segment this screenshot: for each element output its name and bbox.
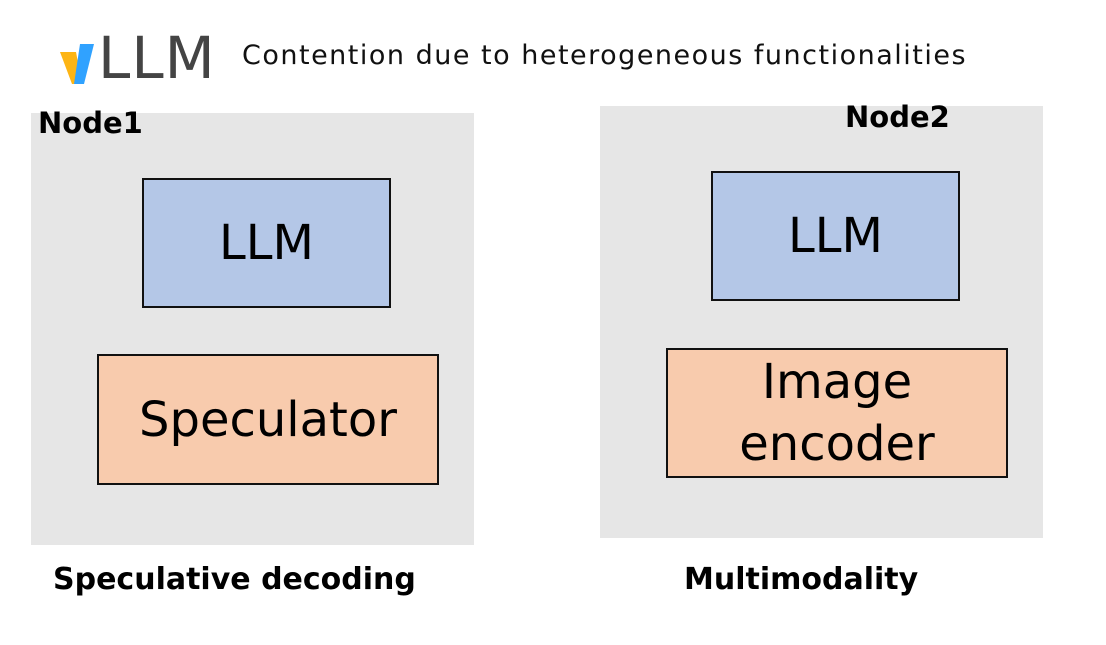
node1-llm-box: LLM bbox=[142, 178, 391, 308]
node1-label: Node1 bbox=[38, 106, 143, 140]
multimodality-caption: Multimodality bbox=[684, 562, 919, 597]
slide-title: Contention due to heterogeneous function… bbox=[242, 40, 968, 71]
vllm-logo-mark-icon bbox=[60, 44, 94, 84]
speculative-decoding-caption: Speculative decoding bbox=[53, 562, 416, 597]
node2-llm-box: LLM bbox=[711, 171, 960, 301]
vllm-logo: LLM bbox=[58, 26, 228, 90]
logo-text: LLM bbox=[98, 24, 216, 92]
image-encoder-box: Image encoder bbox=[666, 348, 1008, 478]
node2-label: Node2 bbox=[845, 100, 950, 134]
speculator-box: Speculator bbox=[97, 354, 439, 485]
